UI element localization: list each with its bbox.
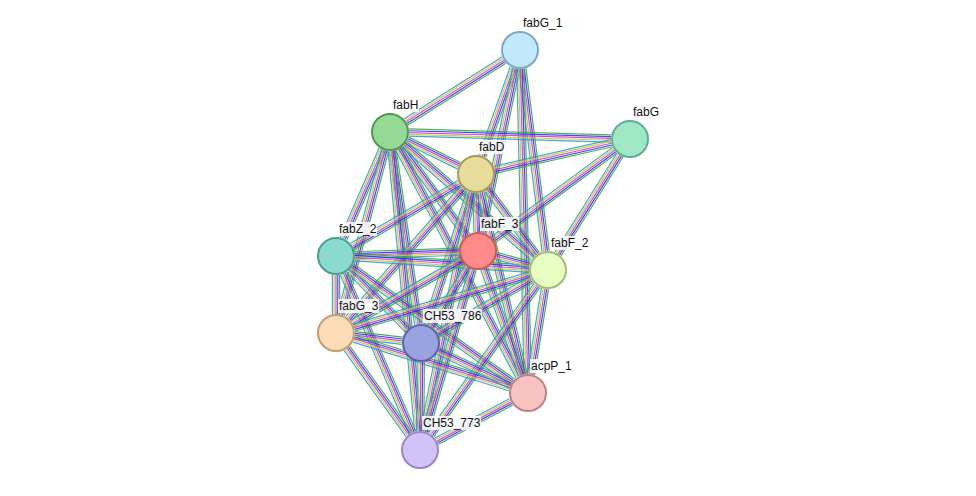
evidence-line [430,284,536,433]
evidence-line [496,258,529,267]
protein-label: fabZ_2 [338,222,377,236]
protein-label: fabG [632,105,660,119]
node-circle [501,31,539,69]
interaction-edge [344,346,412,436]
protein-node: fabG_1 [501,31,539,69]
protein-label: fabG_3 [338,299,379,313]
evidence-line [332,275,333,314]
protein-label: CH53_786 [423,309,482,323]
interaction-edge [436,276,534,336]
evidence-line [354,275,530,327]
evidence-line [495,259,528,268]
evidence-line [438,351,511,385]
node-circle [401,431,439,469]
evidence-line [352,184,459,247]
protein-label: fabF_2 [550,236,589,250]
protein-node: fabG [611,120,649,158]
evidence-line [439,349,512,383]
evidence-line [346,349,408,435]
evidence-line [354,187,461,250]
evidence-line [355,279,531,331]
evidence-line [347,348,409,434]
protein-node: CH53_773 [401,431,439,469]
interaction-edge [409,129,611,142]
interaction-edge [494,140,613,174]
evidence-line [355,259,529,270]
node-circle [529,251,567,289]
evidence-line [416,362,418,431]
protein-node: fabG_3 [317,314,355,352]
evidence-line [335,275,336,314]
evidence-line [428,283,534,432]
evidence-line [437,354,510,388]
protein-node: CH53_786 [402,324,440,362]
evidence-line [405,59,503,121]
evidence-line [402,147,522,374]
protein-label: fabD [478,140,505,154]
protein-label: fabH [392,98,419,112]
node-circle [509,374,547,412]
interaction-edge [437,348,513,388]
node-circle [611,120,649,158]
protein-node: fabH [371,113,409,151]
protein-node: acpP_1 [509,374,547,412]
evidence-line [409,136,611,142]
node-circle [317,314,355,352]
node-circle [371,113,409,151]
evidence-line [355,277,531,329]
protein-label: CH53_773 [422,416,481,430]
node-circle [457,155,495,193]
node-circle [317,237,355,275]
interaction-edge [353,272,531,331]
interaction-edge [495,253,530,269]
evidence-line [437,278,531,332]
evidence-line [437,353,510,387]
evidence-line [353,185,460,248]
evidence-line [406,60,504,122]
protein-label: fabF_3 [480,217,519,231]
protein-node: fabF_3 [459,232,497,270]
evidence-line [408,63,506,125]
evidence-line [334,275,335,314]
interaction-edge [404,57,506,125]
evidence-line [350,346,412,432]
protein-node: fabD [457,155,495,193]
node-circle [459,232,497,270]
evidence-line [407,62,505,124]
evidence-line [344,351,406,437]
evidence-line [476,193,477,232]
evidence-line [418,362,420,431]
protein-node: fabF_2 [529,251,567,289]
evidence-line [349,347,411,433]
node-circle [402,324,440,362]
protein-label: fabG_1 [522,16,563,30]
evidence-line [355,261,529,272]
protein-label: acpP_1 [530,359,573,373]
evidence-line [349,270,510,385]
protein-node: fabZ_2 [317,237,355,275]
evidence-line [440,348,513,382]
